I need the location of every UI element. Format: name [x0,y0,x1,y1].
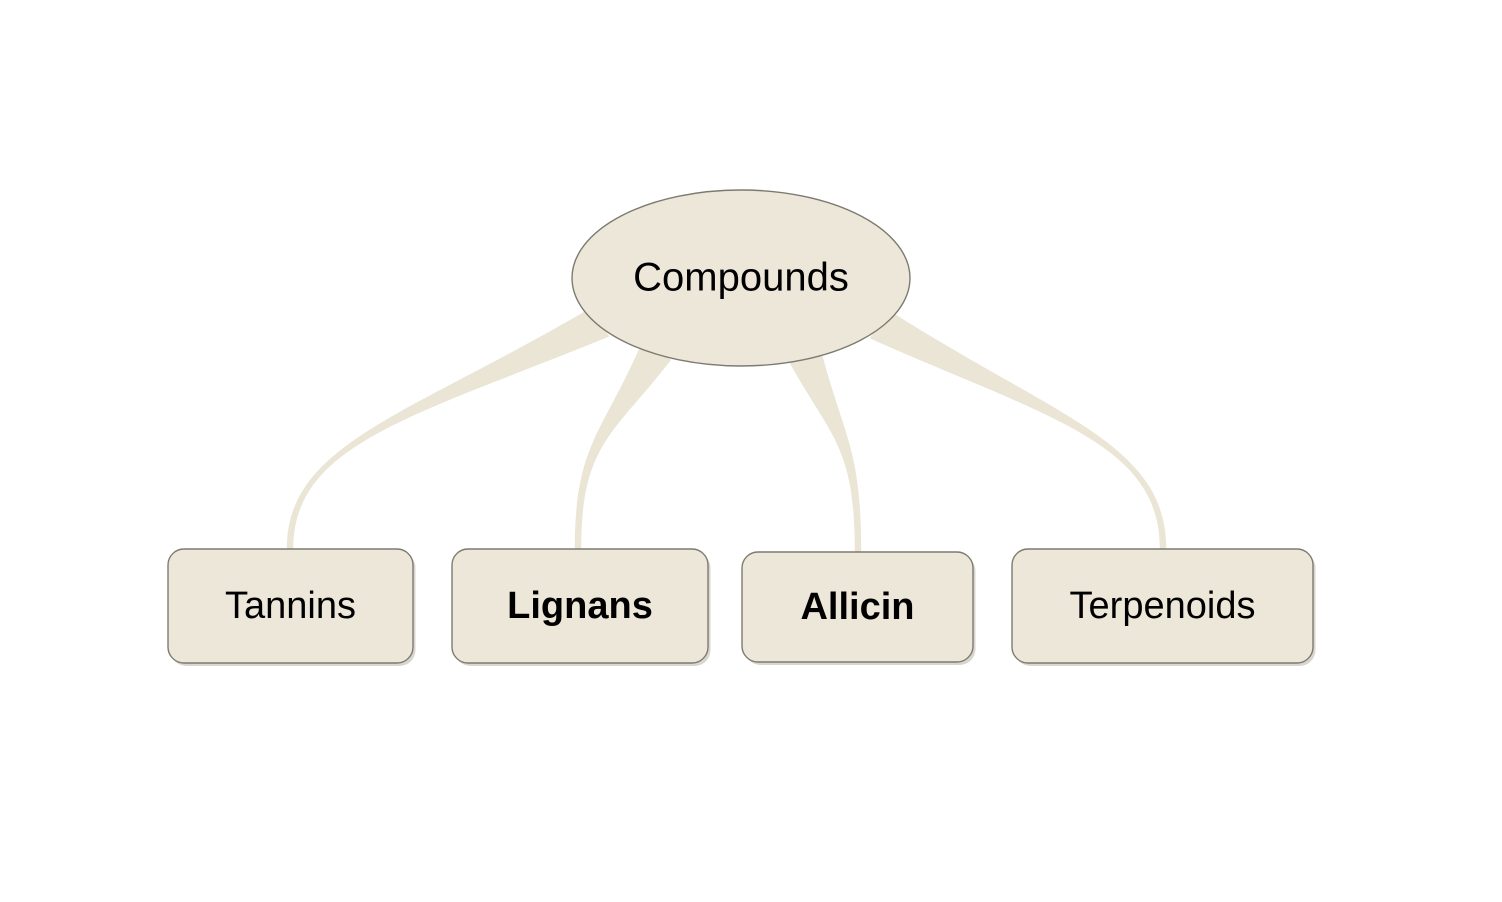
node-compounds[interactable]: Compounds [571,189,911,367]
leaf-node-label: Tannins [225,585,356,627]
leaf-node-label: Terpenoids [1070,585,1256,627]
node-terpenoids[interactable]: Terpenoids [1011,548,1316,666]
edge-compounds-terpenoids [869,309,1167,549]
leaf-node-label: Allicin [800,586,914,628]
leaf-node-box [741,551,974,663]
leaf-node-box [1011,548,1314,664]
edges-layer [286,307,1167,552]
node-lignans[interactable]: Lignans [451,548,711,666]
node-tannins[interactable]: Tannins [167,548,416,666]
leaf-node-label: Lignans [507,585,653,627]
edge-compounds-allicin [789,349,862,552]
leaf-node-box [167,548,414,664]
node-allicin[interactable]: Allicin [741,551,976,665]
root-node-ellipse [571,189,911,367]
edge-compounds-lignans [574,342,672,549]
edge-compounds-tannins [286,307,610,549]
root-node-label: Compounds [633,256,849,300]
leaf-node-box [451,548,709,664]
